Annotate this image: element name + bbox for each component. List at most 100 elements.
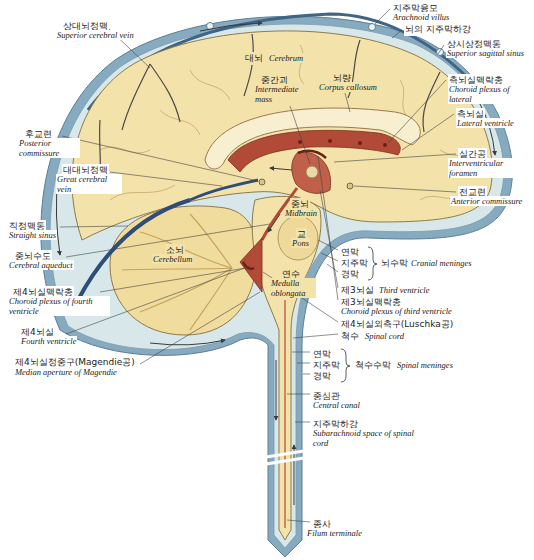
- leader-line: [66, 224, 270, 257]
- english-label: Fourth ventricle: [20, 336, 77, 346]
- english-label: Cranial meninges: [410, 258, 473, 268]
- korean-label: 뇌수막: [380, 257, 409, 270]
- leader-line: [334, 154, 456, 162]
- leader-line: [295, 422, 310, 423]
- english-label: Spinal meninges: [396, 360, 454, 370]
- central-canal: [284, 300, 285, 528]
- english-label: Filum terminale: [306, 528, 363, 538]
- leader-line: [402, 114, 454, 150]
- plexus-dot: [358, 141, 362, 145]
- leader-line: [287, 394, 310, 395]
- folia-line: [122, 268, 232, 270]
- english-label: Medulla oblongata: [270, 278, 316, 298]
- english-label: Choroid plexus of lateral: [448, 84, 530, 104]
- csf-flow-arrows: [56, 23, 495, 505]
- flow-arrow: [268, 214, 280, 232]
- flow-arrow: [270, 168, 292, 170]
- leader-line: [110, 172, 222, 186]
- korean-label: 대뇌: [244, 52, 264, 65]
- english-label: Cerebral aqueduct: [8, 260, 74, 270]
- korean-label: 경막: [340, 268, 360, 281]
- subarachnoid-space: [50, 24, 504, 548]
- gyrus-line: [190, 70, 230, 100]
- vein-line: [150, 64, 180, 122]
- cerebral-veins: [96, 34, 440, 190]
- cerebellum: [110, 206, 257, 335]
- pons: [278, 216, 318, 260]
- folia-line: [190, 214, 232, 268]
- plexus-dot: [383, 143, 387, 147]
- gyrus-line: [100, 147, 150, 153]
- arachnoid-villus: [369, 24, 376, 31]
- leader-line: [438, 45, 444, 54]
- gyrus-line: [299, 45, 305, 85]
- fourth-ventricle: [240, 238, 262, 292]
- third-ventricle: [292, 152, 331, 194]
- anterior-commissure: [347, 183, 353, 189]
- korean-label: 척수: [340, 330, 360, 343]
- english-label: Anterior commissure: [450, 196, 523, 206]
- arachnoid-villus: [437, 49, 444, 56]
- leader-line: [345, 93, 350, 112]
- plexus-dot: [328, 139, 332, 143]
- posterior-commissure: [259, 179, 265, 185]
- english-label: Lateral ventricle: [456, 118, 515, 128]
- intermediate-mass: [306, 166, 318, 178]
- english-label: Pons: [291, 238, 310, 248]
- vein-line: [122, 64, 150, 130]
- dura-mater: [41, 16, 513, 557]
- leader-line: [318, 240, 338, 250]
- meninges-bracket: [368, 247, 377, 280]
- leader-line: [320, 190, 338, 288]
- flow-arrow: [276, 360, 277, 420]
- leader-line: [292, 352, 310, 353]
- english-label: Great cerebral vein: [56, 174, 122, 194]
- english-label: Central canal: [312, 400, 361, 410]
- leader-line: [60, 226, 128, 227]
- english-label: Superior sagittal sinus: [446, 48, 525, 58]
- gyrus-line: [160, 110, 200, 135]
- leader-line: [318, 156, 338, 300]
- leader-line: [100, 268, 246, 292]
- english-label: Straight sinus: [8, 230, 57, 240]
- plexus-dot: [298, 140, 302, 144]
- english-label: Corpus callosum: [318, 82, 378, 92]
- vein-line: [244, 34, 253, 96]
- english-label: Intermediate mass: [254, 84, 311, 104]
- leader-line: [293, 334, 338, 338]
- english-label: Subarachnoid space of spinal cord: [312, 428, 424, 448]
- leader-line: [297, 363, 310, 364]
- leader-line: [327, 264, 338, 272]
- korean-label: 척수수막: [354, 359, 392, 372]
- english-label: Interventricular foramen: [448, 158, 530, 178]
- leader-line: [287, 520, 310, 522]
- leader-lines: [60, 9, 456, 522]
- folia-line: [190, 268, 232, 330]
- leader-line: [354, 186, 456, 192]
- flow-arrow: [200, 23, 262, 31]
- korean-label: 뇌의 지주막하강: [404, 23, 472, 36]
- leader-line: [290, 106, 310, 164]
- arbor-vitae: [122, 214, 232, 330]
- leader-line: [392, 30, 402, 38]
- english-label: Cerebellum: [152, 254, 193, 264]
- english-label: Superior cerebral vein: [56, 30, 135, 40]
- english-label: Posterior commissure: [18, 138, 80, 158]
- straight-sinus: [78, 200, 190, 300]
- english-label: Choroid plexus of third ventricle: [340, 306, 453, 316]
- leader-line: [388, 80, 446, 143]
- gyri-lines: [100, 45, 478, 200]
- english-label: Arachnoid villus: [392, 12, 450, 22]
- english-label: Median aperture of Magendie: [14, 367, 118, 377]
- lateral-choroid-plexus: [298, 139, 387, 147]
- meninges-bracket: [341, 349, 350, 382]
- break-mark: [260, 457, 310, 465]
- flow-arrow: [150, 340, 225, 345]
- leader-line: [263, 272, 338, 322]
- leader-line: [375, 9, 390, 24]
- cerebrum: [72, 31, 492, 240]
- leader-line: [140, 292, 260, 364]
- english-label: Choroid plexus of fourth ventricle: [8, 296, 110, 316]
- english-label: Cerebrum: [268, 53, 304, 63]
